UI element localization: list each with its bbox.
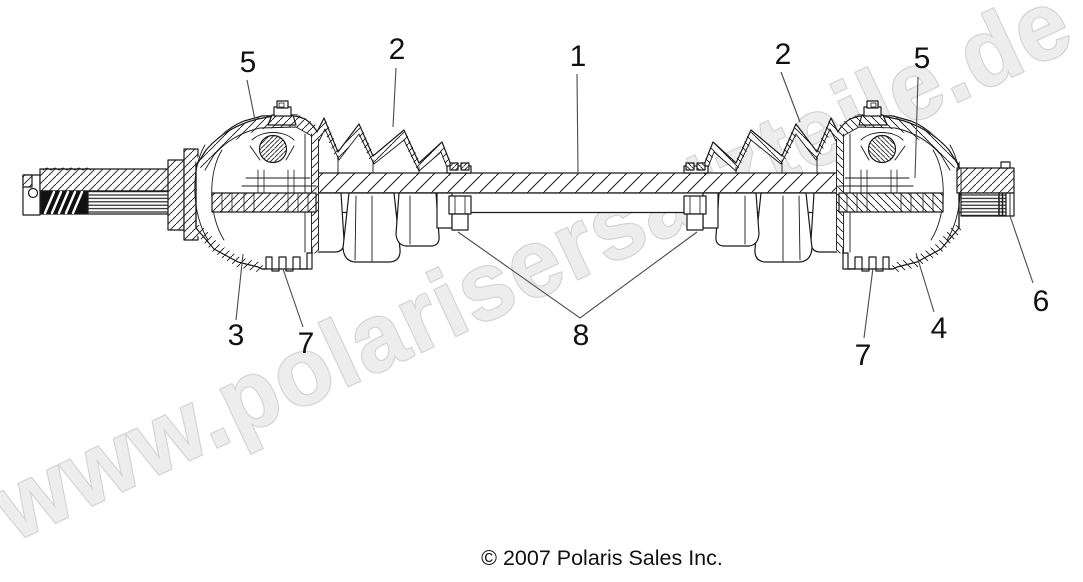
leader-2-left xyxy=(392,67,397,128)
leader-5-left xyxy=(246,79,256,121)
spline-section-left xyxy=(87,190,174,215)
grease-fitting xyxy=(267,100,297,126)
joint-and-boot-assembly xyxy=(194,100,472,272)
callout-7-retainer-left: 7 xyxy=(298,327,315,360)
leader-7-right xyxy=(863,267,874,339)
leader-lines xyxy=(235,67,1034,339)
leader-7-left xyxy=(282,268,304,328)
leader-6 xyxy=(1009,215,1034,284)
callout-3-housing-left: 3 xyxy=(228,319,245,352)
callout-8-clamps: 8 xyxy=(573,319,590,352)
stub-shaft-right xyxy=(956,161,1015,217)
leader-1 xyxy=(576,73,579,173)
boot-lower-skirts xyxy=(306,192,453,263)
callout-2-boot-left: 2 xyxy=(389,33,406,66)
leader-2-right xyxy=(780,71,801,123)
boot-bellows xyxy=(315,117,472,176)
boot-retainer-ribs xyxy=(261,247,313,272)
axle-drawing xyxy=(22,100,1015,272)
thread-section xyxy=(40,167,92,215)
callout-5-joint-left: 5 xyxy=(240,46,257,79)
callout-4-housing-right: 4 xyxy=(931,312,948,345)
bearing-ball xyxy=(258,134,288,164)
cv-joint-housing xyxy=(194,114,323,272)
leader-3 xyxy=(235,253,244,321)
callout-7-retainer-right: 7 xyxy=(855,339,872,372)
callout-labels: 1 2 5 2 5 3 7 8 7 4 6 xyxy=(228,33,1050,372)
bearing-ball-assembly xyxy=(211,132,317,213)
leader-8 xyxy=(457,231,698,319)
inner-race-section xyxy=(211,192,317,213)
callout-1-shaft: 1 xyxy=(570,40,587,73)
watermark-text: www.polarisersatzteile.de xyxy=(0,0,1083,563)
stub-shaft-left xyxy=(22,148,199,241)
leader-4 xyxy=(915,252,935,313)
leader-5-right xyxy=(914,76,919,179)
copyright-text: © 2007 Polaris Sales Inc. xyxy=(481,546,723,570)
watermark: www.polarisersatzteile.de xyxy=(0,0,1083,563)
callout-5-joint-right: 5 xyxy=(914,42,931,75)
callout-2-boot-right: 2 xyxy=(775,38,792,71)
boot-clamp xyxy=(446,162,472,231)
callout-6-stub-right: 6 xyxy=(1033,285,1050,318)
